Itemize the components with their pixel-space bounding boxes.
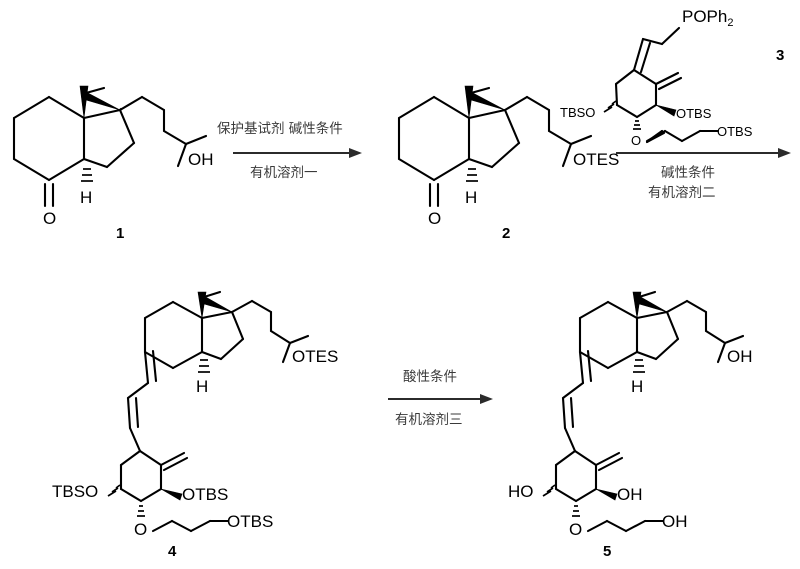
compound-1-number: 1 bbox=[116, 225, 124, 242]
compound-3-stereo-hash-tbso bbox=[603, 100, 617, 113]
compound-4-ether-oxygen-label: O bbox=[134, 520, 147, 539]
compound-4-otbs-chain-label: OTBS bbox=[227, 512, 273, 531]
compound-4-stereo-hash-o bbox=[137, 505, 145, 517]
compound-1-oh-label: OH bbox=[188, 150, 214, 169]
reaction-1-conditions-below: 有机溶剂一 bbox=[250, 165, 318, 181]
compound-2-ring-junction-h-label: H bbox=[465, 188, 477, 207]
compound-5-number: 5 bbox=[603, 543, 611, 560]
reaction-arrow-2 bbox=[616, 148, 791, 158]
compound-3-tbso-label: TBSO bbox=[560, 105, 595, 120]
compound-1-structure: O H OH bbox=[12, 85, 214, 228]
compound-4-stereo-hash-h bbox=[198, 359, 210, 373]
reaction-2-conditions-line2: 有机溶剂二 bbox=[648, 185, 716, 201]
compound-2-number: 2 bbox=[502, 225, 510, 242]
reaction-3-conditions-above: 酸性条件 bbox=[403, 368, 457, 385]
reaction-2-conditions-line1: 碱性条件 bbox=[661, 164, 715, 181]
compound-5-ho-label: HO bbox=[508, 482, 534, 501]
compound-3-pophp-label: POPh2 bbox=[682, 7, 733, 29]
compound-4-ring-junction-h-label: H bbox=[196, 377, 208, 396]
compound-3-ether-oxygen-label: O bbox=[631, 133, 641, 148]
compound-1-ring-junction-h-label: H bbox=[80, 188, 92, 207]
compound-2-structure: O H OTES bbox=[397, 85, 619, 228]
compound-4-otes-label: OTES bbox=[292, 347, 338, 366]
reaction-arrow-3 bbox=[388, 394, 493, 404]
compound-1-ketone-oxygen-label: O bbox=[43, 209, 56, 228]
compound-4-stereo-hash-tbso bbox=[107, 484, 121, 497]
compound-5-ether-oxygen-label: O bbox=[569, 520, 582, 539]
compound-4-otbs-ring-label: OTBS bbox=[182, 485, 228, 504]
reaction-arrow-1 bbox=[233, 148, 362, 158]
compound-4-number: 4 bbox=[168, 543, 177, 560]
compound-1-stereo-hash-h bbox=[81, 168, 93, 182]
compound-2-otes-label: OTES bbox=[573, 150, 619, 169]
compound-4-structure: H OTES TBSO bbox=[52, 290, 338, 539]
compound-3-otbs-ring-label: OTBS bbox=[676, 106, 712, 121]
compound-5-oh-label: OH bbox=[727, 347, 753, 366]
compound-5-oh-chain-label: OH bbox=[662, 512, 688, 531]
compound-5-ring-junction-h-label: H bbox=[631, 377, 643, 396]
compound-5-stereo-hash-ho bbox=[542, 484, 556, 497]
compound-5-stereo-hash-o bbox=[572, 505, 580, 517]
compound-2-stereo-hash-h bbox=[466, 168, 478, 182]
compound-5-oh-ring-label: OH bbox=[617, 485, 643, 504]
reaction-1-conditions-above: 保护基试剂 碱性条件 bbox=[217, 120, 343, 137]
compound-5-stereo-hash-h bbox=[633, 359, 645, 373]
compound-5-structure: H OH HO OH bbox=[508, 290, 753, 539]
compound-3-stereo-hash-o bbox=[633, 120, 641, 130]
compound-2-ketone-oxygen-label: O bbox=[428, 209, 441, 228]
compound-3-structure: POPh2 TBSO OTBS O bbox=[560, 7, 753, 148]
compound-4-tbso-label: TBSO bbox=[52, 482, 98, 501]
compound-3-otbs-chain-label: OTBS bbox=[717, 124, 753, 139]
reaction-3-conditions-below: 有机溶剂三 bbox=[395, 412, 463, 428]
compound-3-number: 3 bbox=[776, 47, 784, 64]
